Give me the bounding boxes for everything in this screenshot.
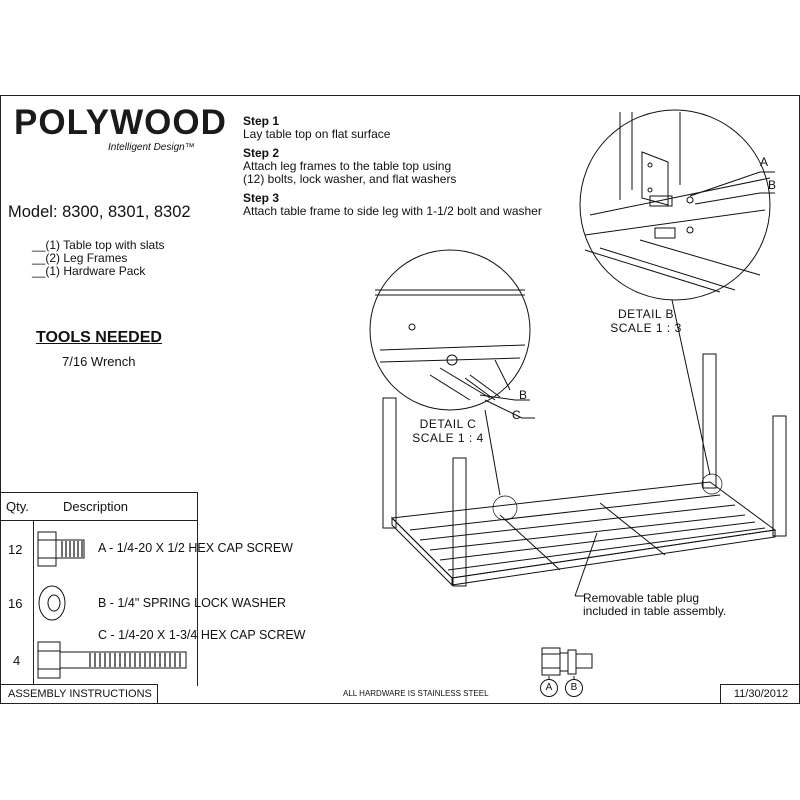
parts-list: (1) Table top with slats (2) Leg Frames … bbox=[32, 239, 165, 278]
detail-b-scale: SCALE 1 : 3 bbox=[610, 321, 682, 335]
parts-list-item: (2) Leg Frames bbox=[32, 252, 165, 265]
bolt-washer-assembly bbox=[541, 647, 593, 676]
hardware-table bbox=[0, 492, 198, 686]
footer-date: 11/30/2012 bbox=[720, 684, 800, 704]
footer-title: ASSEMBLY INSTRUCTIONS bbox=[0, 684, 158, 703]
detail-c-label-b: B bbox=[519, 388, 528, 402]
brand-logo: POLYWOOD bbox=[14, 103, 227, 142]
tools-heading: TOOLS NEEDED bbox=[36, 329, 162, 346]
step-text: Lay table top on flat surface bbox=[243, 127, 391, 141]
thread-hatching bbox=[61, 541, 181, 667]
hardware-description: A - 1/4-20 X 1/2 HEX CAP SCREW bbox=[98, 541, 293, 555]
detail-b-name: DETAIL B bbox=[617, 307, 674, 321]
hardware-qty: 16 bbox=[8, 596, 23, 611]
step-title: Step 2 bbox=[243, 146, 280, 160]
parts-list-item: (1) Table top with slats bbox=[32, 239, 164, 252]
step-title: Step 3 bbox=[243, 191, 280, 205]
hardware-qty: 12 bbox=[8, 542, 23, 557]
step-2: Step 2 Attach leg frames to the table to… bbox=[243, 146, 542, 186]
hardware-description: B - 1/4" SPRING LOCK WASHER bbox=[98, 596, 287, 610]
step-3: Step 3 Attach table frame to side leg wi… bbox=[243, 191, 542, 218]
table-art bbox=[382, 353, 787, 597]
step-title: Step 1 bbox=[243, 114, 280, 128]
assembly-label-b: B bbox=[565, 679, 583, 697]
brand-tagline: Intelligent Design™ bbox=[108, 142, 195, 153]
detail-b-art bbox=[584, 112, 775, 293]
tools-value: 7/16 Wrench bbox=[62, 354, 136, 369]
bolt-a-icon bbox=[37, 531, 85, 567]
step-text: Attach table frame to side leg with 1-1/… bbox=[243, 204, 542, 218]
hardware-column-divider bbox=[33, 520, 34, 684]
bolt-c-icon bbox=[37, 641, 187, 679]
washer-b-icon bbox=[38, 585, 66, 621]
table-plug-note: Removable table plug included in table a… bbox=[583, 592, 726, 618]
step-text: (12) bolts, lock washer, and flat washer… bbox=[243, 172, 457, 186]
parts-list-item: (1) Hardware Pack bbox=[32, 265, 165, 278]
detail-c-art bbox=[375, 289, 535, 419]
detail-b-label-b: B bbox=[768, 178, 777, 192]
note-line: included in table assembly. bbox=[583, 604, 727, 618]
model-number: Model: 8300, 8301, 8302 bbox=[8, 203, 191, 221]
detail-c-circle bbox=[369, 249, 531, 411]
hardware-qty-header: Qty. bbox=[6, 499, 29, 514]
footer-note: ALL HARDWARE IS STAINLESS STEEL bbox=[343, 689, 489, 698]
detail-c-scale: SCALE 1 : 4 bbox=[412, 431, 484, 445]
hardware-description-header: Description bbox=[63, 499, 129, 514]
steps: Step 1 Lay table top on flat surface Ste… bbox=[243, 114, 542, 223]
detail-c-caption: DETAIL C SCALE 1 : 4 bbox=[398, 417, 498, 445]
step-text: Attach leg frames to the table top using bbox=[243, 159, 452, 173]
hardware-header-divider bbox=[0, 520, 197, 521]
hardware-description: C - 1/4-20 X 1-3/4 HEX CAP SCREW bbox=[98, 628, 306, 642]
detail-b-caption: DETAIL B SCALE 1 : 3 bbox=[596, 307, 696, 335]
detail-c-label-c: C bbox=[512, 408, 521, 422]
note-line: Removable table plug bbox=[583, 591, 700, 605]
detail-b-circle bbox=[579, 109, 771, 301]
detail-b-label-a: A bbox=[760, 155, 769, 169]
step-1: Step 1 Lay table top on flat surface bbox=[243, 114, 542, 141]
assembly-label-a: A bbox=[540, 679, 558, 697]
hardware-qty: 4 bbox=[13, 653, 21, 668]
detail-c-name: DETAIL C bbox=[419, 417, 477, 431]
